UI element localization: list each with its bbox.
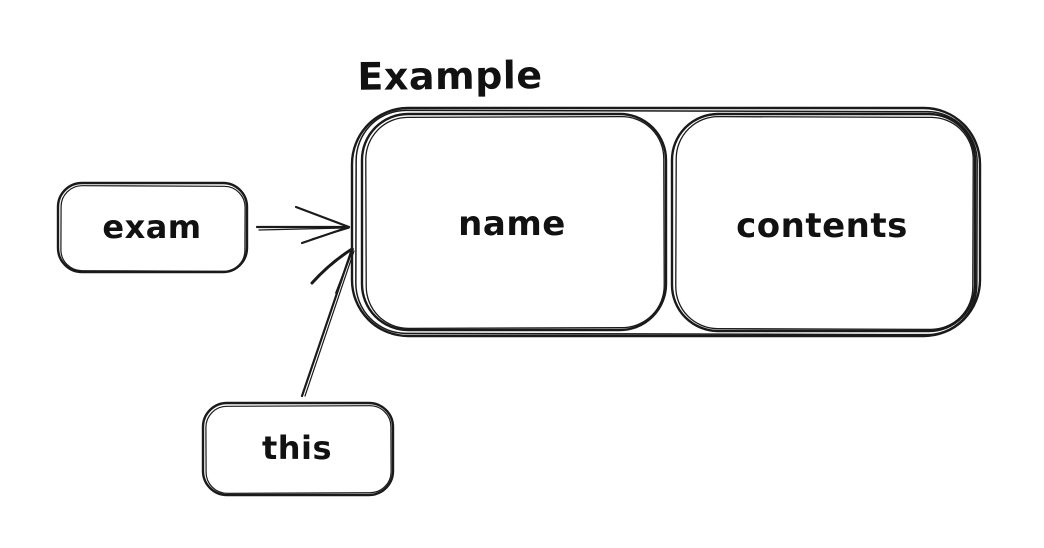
contents-cell-label: contents xyxy=(736,206,908,246)
exam-arrow xyxy=(255,205,351,245)
name-cell-shape xyxy=(360,112,668,332)
this-box-shape xyxy=(201,401,395,497)
exam-box-shape xyxy=(56,181,249,274)
example-struct-box-shape xyxy=(350,106,982,338)
name-cell-label: name xyxy=(458,204,566,244)
this-arrow xyxy=(300,247,355,398)
this-box-label: this xyxy=(261,429,333,467)
struct-title: Example xyxy=(357,53,543,99)
contents-cell-shape xyxy=(670,112,977,333)
exam-box-label: exam xyxy=(102,208,202,246)
